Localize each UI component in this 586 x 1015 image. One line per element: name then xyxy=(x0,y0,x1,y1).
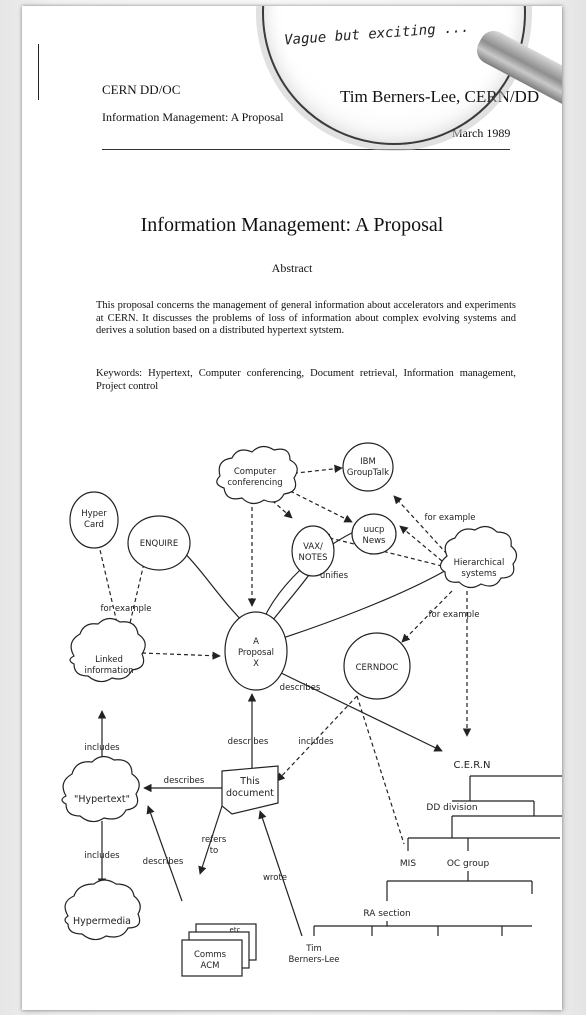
diagram-shapes xyxy=(61,442,518,977)
label-proposal-3: X xyxy=(253,659,259,669)
label-tim-1: Tim xyxy=(305,944,322,954)
label-hypercard-1: Hyper xyxy=(81,509,107,519)
edge-refers-1: refers xyxy=(202,835,227,845)
edge-includes-linked: includes xyxy=(84,743,120,753)
label-computer-conf-1: Computer xyxy=(234,467,277,477)
edge-for-example-top: for example xyxy=(425,513,476,523)
edge-describes-proposal: describes xyxy=(280,683,321,693)
label-enquire: ENQUIRE xyxy=(140,539,178,549)
abstract-heading: Abstract xyxy=(271,261,313,275)
label-oc-group: OC group xyxy=(447,859,490,869)
label-mis: MIS xyxy=(400,859,416,869)
hypermedia-cloud xyxy=(64,879,141,941)
hierarchical-systems-cloud xyxy=(439,525,518,589)
keywords-paragraph: Keywords: Hypertext, Computer conferenci… xyxy=(96,368,516,392)
this-document-node xyxy=(221,765,279,815)
header-short-title: Information Management: A Proposal xyxy=(102,110,284,124)
label-this-doc-1: This xyxy=(239,776,259,787)
header-date: March 1989 xyxy=(452,126,511,140)
label-uucp-2: News xyxy=(363,536,387,546)
abstract-paragraph: This proposal concerns the management of… xyxy=(96,300,516,336)
header-department: CERN DD/OC xyxy=(102,82,181,97)
label-dd-division: DD division xyxy=(426,803,477,813)
uucp-news-node xyxy=(351,513,397,555)
label-hypermedia: Hypermedia xyxy=(73,916,131,927)
label-computer-conf-2: conferencing xyxy=(227,478,282,488)
margin-mark xyxy=(38,44,39,100)
org-tree xyxy=(313,775,562,936)
edge-includes-cerndoc: includes xyxy=(298,737,334,747)
label-ibm-1: IBM xyxy=(360,457,376,467)
edge-includes-hypermedia: includes xyxy=(84,851,120,861)
label-vax-2: NOTES xyxy=(298,553,327,563)
label-tim-2: Berners-Lee xyxy=(288,955,339,965)
label-ra-section: RA section xyxy=(363,909,410,919)
label-hier-2: systems xyxy=(461,569,497,579)
diagram-labels: Hyper Card ENQUIRE Computer conferencing… xyxy=(73,457,504,971)
proposal-x-node xyxy=(224,611,288,691)
label-proposal-2: Proposal xyxy=(238,648,274,658)
hypercard-node xyxy=(69,491,119,549)
label-hier-1: Hierarchical xyxy=(454,558,505,568)
label-cern: C.E.R.N xyxy=(454,760,491,771)
label-comms-2: ACM xyxy=(201,961,220,971)
label-ibm-2: GroupTalk xyxy=(347,468,389,478)
label-linked-2: information xyxy=(84,666,133,676)
comms-acm-card xyxy=(181,939,243,977)
ibm-grouptalk-node xyxy=(342,442,394,492)
edge-wrote: wrote xyxy=(263,873,287,883)
label-vax-1: VAX/ xyxy=(303,542,323,552)
label-stack-top: etc xyxy=(230,926,241,934)
header-rule xyxy=(102,149,510,150)
label-uucp-1: uucp xyxy=(364,525,385,535)
proposal-document-page: CERN DD/OC Information Management: A Pro… xyxy=(22,6,562,1010)
proposal-diagram: Hyper Card ENQUIRE Computer conferencing… xyxy=(61,442,562,977)
linked-information-cloud xyxy=(69,617,146,683)
edge-describes-doc: describes xyxy=(228,737,269,747)
cerndoc-node xyxy=(343,632,411,700)
label-cerndoc: CERNDOC xyxy=(356,663,399,673)
hypertext-cloud xyxy=(61,755,140,823)
label-linked-1: Linked xyxy=(95,655,123,665)
vax-notes-node xyxy=(291,525,335,577)
document-title: Information Management: A Proposal xyxy=(140,214,444,236)
label-proposal-1: A xyxy=(253,637,259,647)
label-this-doc-2: document xyxy=(226,788,274,799)
edge-unifies: unifies xyxy=(320,571,349,581)
edge-refers-2: to xyxy=(210,846,219,856)
label-hypercard-2: Card xyxy=(84,520,104,530)
label-comms-1: Comms xyxy=(194,950,227,960)
label-hypertext: "Hypertext" xyxy=(74,794,130,805)
edge-for-example-left: for example xyxy=(101,604,152,614)
edge-describes-hypertext: describes xyxy=(164,776,205,786)
edge-for-example-right: for example xyxy=(429,610,480,620)
edge-describes-left: describes xyxy=(143,857,184,867)
computer-conferencing-cloud xyxy=(216,445,298,505)
enquire-node xyxy=(127,515,191,571)
